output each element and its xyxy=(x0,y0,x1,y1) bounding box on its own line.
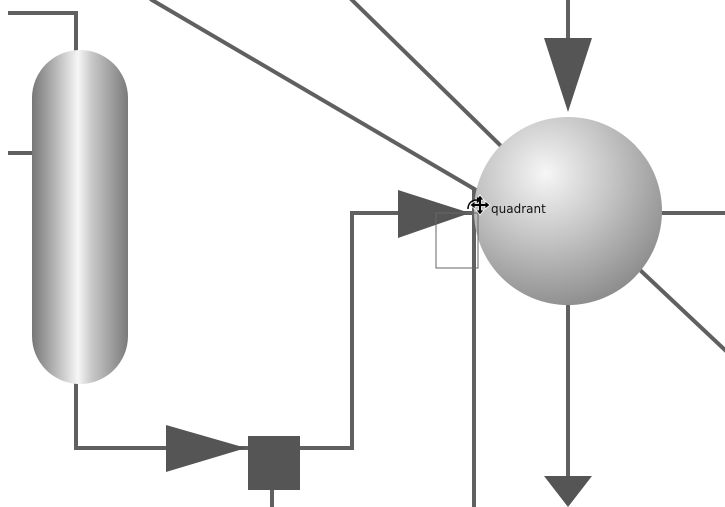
pipe-top-left[interactable] xyxy=(8,11,78,54)
flow-arrows xyxy=(166,38,592,507)
column-vessel[interactable] xyxy=(32,50,128,384)
pipe-right-diagonal[interactable] xyxy=(637,267,725,353)
square-junction-icon[interactable] xyxy=(248,436,300,490)
arrow-to-sphere-icon[interactable] xyxy=(398,190,470,238)
arrow-to-junction-icon[interactable] xyxy=(166,425,246,472)
sphere-tank[interactable] xyxy=(474,117,662,305)
pipe-column-bottom[interactable] xyxy=(74,380,172,450)
selection-box[interactable] xyxy=(435,212,479,269)
arrow-bottom-down-icon[interactable] xyxy=(544,476,592,507)
pipe-junction-to-sphere[interactable] xyxy=(298,211,402,450)
pipe-diagonal-1[interactable] xyxy=(149,0,479,193)
arrow-top-down-icon[interactable] xyxy=(544,38,592,112)
pipe-diagonal-2[interactable] xyxy=(349,0,503,148)
move-cursor-icon xyxy=(467,194,491,216)
cursor-tooltip: quadrant xyxy=(491,202,546,216)
